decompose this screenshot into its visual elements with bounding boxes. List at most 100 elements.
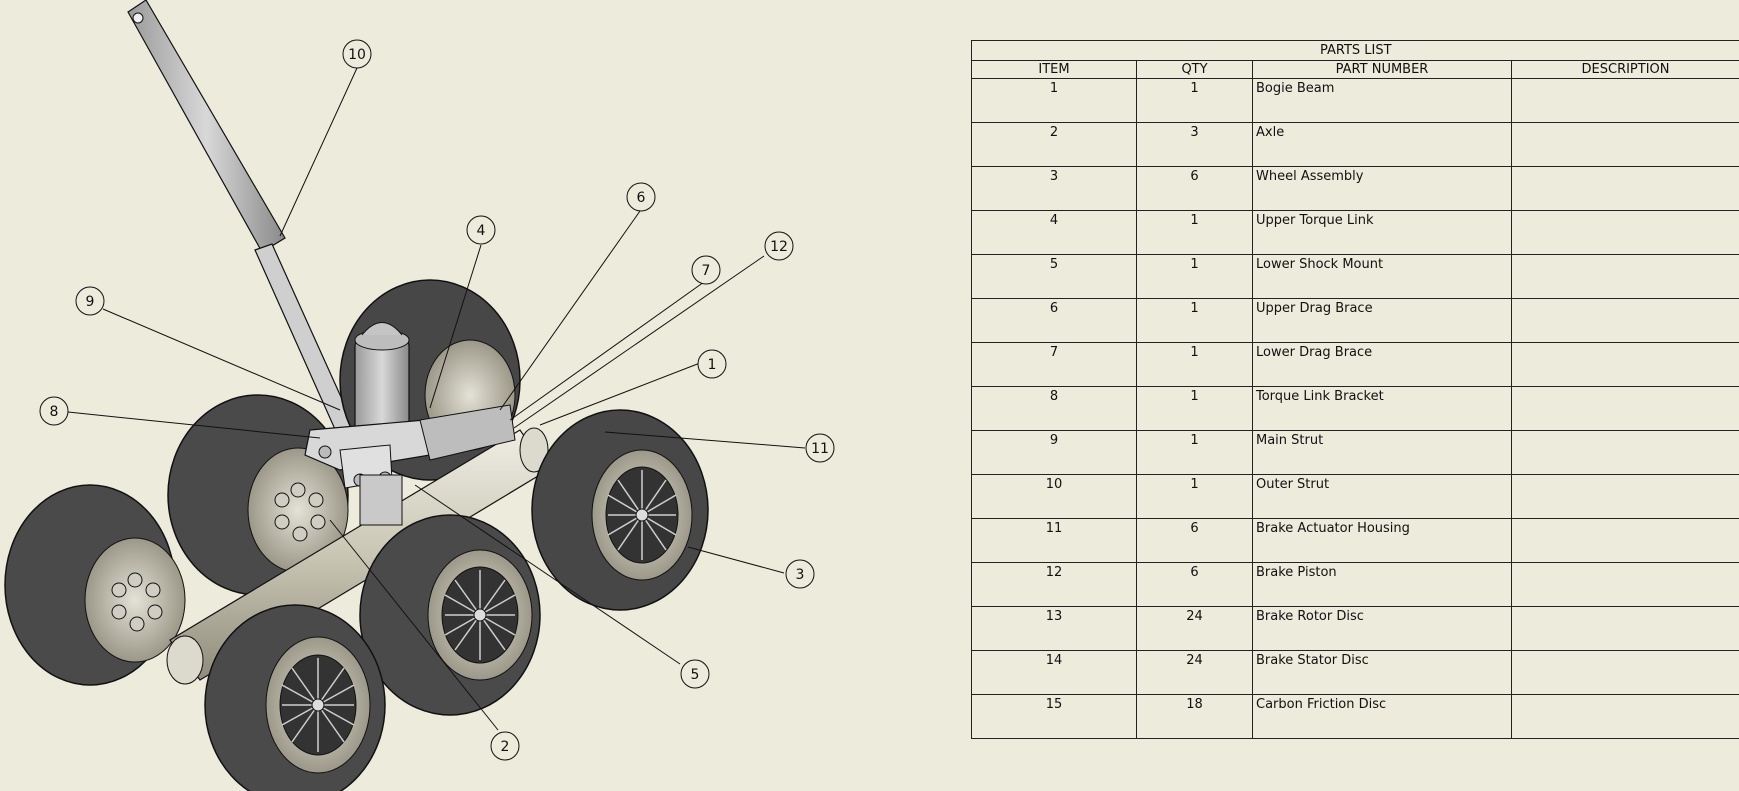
- cell-item: 13: [971, 606, 1137, 651]
- balloon-2: 2: [490, 731, 520, 761]
- cell-description: [1510, 606, 1739, 651]
- svg-text:7: 7: [702, 263, 711, 279]
- cell-qty: 24: [1136, 650, 1253, 695]
- assembly-drawing-view[interactable]: 10 9 8 4 6 7 12 1 11 3 5 2: [0, 0, 960, 791]
- cell-part-number: Wheel Assembly: [1252, 166, 1512, 211]
- parts-list-table: PARTS LIST ITEM QTY PART NUMBER DESCRIPT…: [970, 40, 1739, 739]
- cell-description: [1510, 650, 1739, 695]
- svg-text:1: 1: [708, 357, 717, 373]
- balloon-6: 6: [626, 182, 656, 212]
- svg-text:11: 11: [811, 441, 829, 457]
- cell-item: 4: [971, 210, 1137, 255]
- parts-list-title: PARTS LIST: [970, 40, 1739, 61]
- cell-qty: 3: [1136, 122, 1253, 167]
- landing-gear-illustration: 10 9 8 4 6 7 12 1 11 3 5 2: [4, 0, 835, 791]
- cell-description: [1510, 210, 1739, 255]
- cell-part-number: Brake Rotor Disc: [1252, 606, 1512, 651]
- cell-description: [1510, 430, 1739, 475]
- cell-part-number: Outer Strut: [1252, 474, 1512, 519]
- cell-item: 6: [971, 298, 1137, 343]
- cell-description: [1510, 342, 1739, 387]
- cell-item: 7: [971, 342, 1137, 387]
- cell-part-number: Carbon Friction Disc: [1252, 694, 1512, 739]
- column-header-part-number: PART NUMBER: [1252, 60, 1512, 79]
- svg-text:5: 5: [691, 667, 700, 683]
- svg-text:3: 3: [796, 567, 805, 583]
- cell-description: [1510, 254, 1739, 299]
- cell-part-number: Upper Torque Link: [1252, 210, 1512, 255]
- cell-description: [1510, 298, 1739, 343]
- cell-part-number: Bogie Beam: [1252, 78, 1512, 123]
- cell-item: 8: [971, 386, 1137, 431]
- svg-text:4: 4: [477, 223, 486, 239]
- column-header-description: DESCRIPTION: [1510, 60, 1739, 79]
- cell-part-number: Axle: [1252, 122, 1512, 167]
- cell-qty: 6: [1136, 518, 1253, 563]
- svg-text:12: 12: [770, 239, 788, 255]
- balloon-5: 5: [680, 659, 710, 689]
- cell-qty: 6: [1136, 562, 1253, 607]
- balloon-3: 3: [785, 559, 815, 589]
- svg-text:6: 6: [637, 190, 646, 206]
- cell-qty: 1: [1136, 342, 1253, 387]
- outer-strut: [127, 0, 356, 437]
- svg-text:10: 10: [348, 47, 366, 63]
- cell-part-number: Lower Shock Mount: [1252, 254, 1512, 299]
- cell-description: [1510, 518, 1739, 563]
- cell-part-number: Torque Link Bracket: [1252, 386, 1512, 431]
- cell-description: [1510, 78, 1739, 123]
- svg-text:8: 8: [50, 404, 59, 420]
- cell-qty: 1: [1136, 78, 1253, 123]
- cell-description: [1510, 386, 1739, 431]
- cell-item: 3: [971, 166, 1137, 211]
- cell-item: 10: [971, 474, 1137, 519]
- cell-qty: 1: [1136, 386, 1253, 431]
- main-strut: [304, 322, 516, 526]
- cell-description: [1510, 122, 1739, 167]
- cell-qty: 1: [1136, 254, 1253, 299]
- balloon-11: 11: [805, 433, 835, 463]
- cell-qty: 1: [1136, 430, 1253, 475]
- cell-item: 2: [971, 122, 1137, 167]
- leader-lines: [67, 67, 806, 731]
- cell-qty: 18: [1136, 694, 1253, 739]
- cell-description: [1510, 694, 1739, 739]
- column-header-qty: QTY: [1136, 60, 1253, 79]
- cell-item: 15: [971, 694, 1137, 739]
- cell-part-number: Main Strut: [1252, 430, 1512, 475]
- cell-qty: 6: [1136, 166, 1253, 211]
- cell-item: 5: [971, 254, 1137, 299]
- cell-description: [1510, 474, 1739, 519]
- wheel-front-right: [531, 409, 709, 611]
- cell-part-number: Brake Stator Disc: [1252, 650, 1512, 695]
- cell-item: 1: [971, 78, 1137, 123]
- cell-qty: 1: [1136, 298, 1253, 343]
- cell-item: 14: [971, 650, 1137, 695]
- balloon-8: 8: [39, 396, 69, 426]
- cell-item: 9: [971, 430, 1137, 475]
- balloon-10: 10: [342, 39, 372, 69]
- cell-part-number: Upper Drag Brace: [1252, 298, 1512, 343]
- wheel-front-middle: [359, 514, 541, 716]
- balloon-9: 9: [75, 286, 105, 316]
- cell-part-number: Brake Actuator Housing: [1252, 518, 1512, 563]
- cell-item: 11: [971, 518, 1137, 563]
- balloon-4: 4: [466, 215, 496, 245]
- balloon-1: 1: [697, 349, 727, 379]
- balloon-7: 7: [691, 255, 721, 285]
